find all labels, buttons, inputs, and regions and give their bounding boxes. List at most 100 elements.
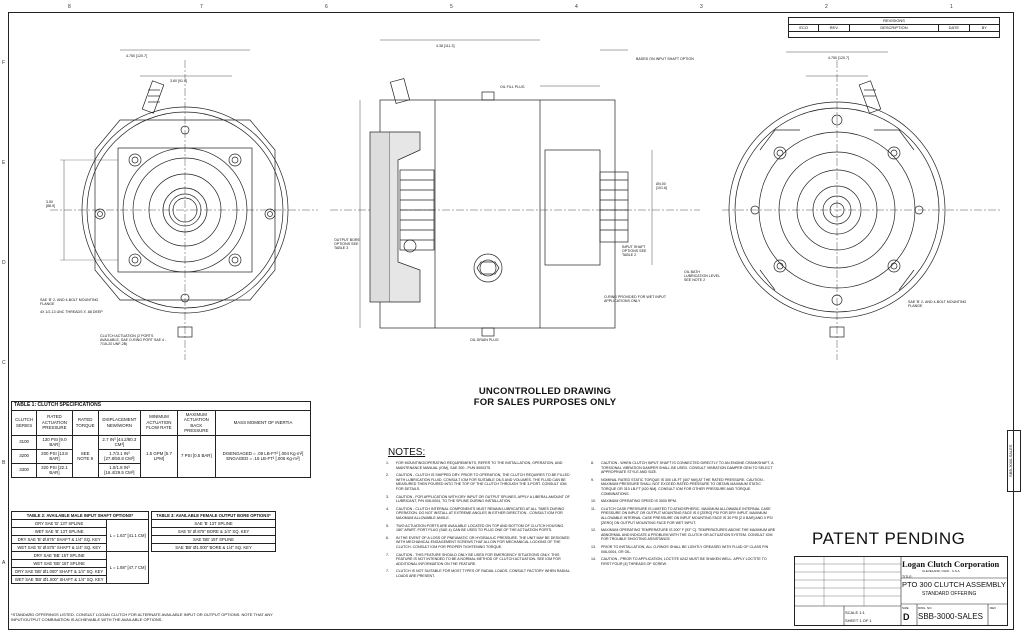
table-cell: DRY SAE 'BB' 15T SPLINE — [10, 551, 108, 560]
note-item: 12.MAXIMUM OPERATING TEMPERATURE IS 200°… — [591, 528, 776, 542]
table-cell: 3200 — [10, 448, 38, 464]
zone-label: D — [2, 260, 6, 266]
callout-label: 4X 1/2-13 UNC THREADS X .88 DEEP — [40, 310, 103, 314]
table-cell: SEE NOTE 8 — [71, 434, 99, 478]
table-cell: 3300 — [10, 462, 38, 478]
note-number: 9. — [591, 477, 594, 482]
dim-label: 4.38 [111.3] — [436, 44, 455, 48]
note-number: 12. — [591, 528, 596, 533]
zone-label: 3 — [700, 4, 703, 10]
sheet-number: SHEET 1 OF 1 — [845, 618, 872, 623]
table-cell: 3100 — [10, 434, 38, 450]
notes-column-left: 1.FOR MOUNTING/OPERATING REQUIREMENTS, R… — [386, 461, 571, 581]
note-text: PRIOR TO INSTALLATION, ALL O-RINGS SHALL… — [601, 544, 769, 554]
table-row: SAE 'BB' Ø1.000" BORE & 1/4" SQ. KEY — [151, 543, 276, 552]
banner-line: UNCONTROLLED DRAWING — [478, 386, 612, 397]
note-item: 13.PRIOR TO INSTALLATION, ALL O-RINGS SH… — [591, 545, 776, 554]
note-text: CAUTION - CLUTCH IS SHIPPED DRY. PRIOR T… — [396, 473, 570, 491]
table-cell: DRY SAE 'B' 13T SPLINE — [10, 519, 108, 528]
table-cell: SAE 'BB' Ø1.000" BORE & 1/4" SQ. KEY — [151, 543, 276, 552]
uncontrolled-banner: UNCONTROLLED DRAWING FOR SALES PURPOSES … — [440, 386, 650, 408]
table-header: RATED TORQUE — [71, 409, 99, 436]
note-number: 6. — [386, 535, 389, 540]
notes-heading: NOTES: — [388, 447, 426, 458]
rev-col: BY — [981, 25, 987, 30]
table-cell: DRY SAE 'B' Ø.875" SHAFT & 1/4" SQ. KEY — [10, 535, 108, 544]
dim-label: 4.750 [120.7] — [828, 56, 849, 60]
scale-value: SCALE 1:1 — [845, 610, 865, 615]
section-view-center — [330, 39, 700, 337]
zone-label: E — [2, 160, 6, 166]
note-item: 11.CLUTCH CASE PRESSURE IS LIMITED TO AT… — [591, 507, 776, 525]
note-item: 2.CAUTION - CLUTCH IS SHIPPED DRY. PRIOR… — [386, 473, 571, 491]
table-cell: WET SAE 'B' Ø.875" SHAFT & 1/4" SQ. KEY — [10, 543, 108, 552]
table-cell: SAE 'B' Ø.875" BORE & 1/4" SQ. KEY — [151, 527, 276, 536]
note-text: TWO ACTUATION PORTS ARE AVAILABLE LOCATE… — [396, 523, 565, 533]
note-text: CLUTCH IS NOT SUITABLE FOR MOST TYPES OF… — [396, 569, 570, 578]
note-text: CLUTCH CASE PRESSURE IS LIMITED TO ATMOS… — [601, 506, 773, 525]
inertia-line: DISENGAGED = .09 LB-FT² [.004 Kg·m²] — [222, 450, 304, 456]
inertia-line: ENGAGED = .16 LB-FT² [.006 Kg·m²] — [226, 456, 300, 461]
output-bore-options-table: TABLE 3: AVAILABLE FEMALE OUTPUT BORE OP… — [151, 511, 276, 552]
callout-label: OUTPUT BORE OPTIONS SEE TABLE 3 — [334, 238, 360, 251]
drawing-number: SBB-3000-SALES — [918, 612, 983, 621]
table-header: MAXIMUM ACTUATION BACK PRESSURE — [176, 409, 217, 436]
dwg-no-label: DWG. NO. — [918, 606, 933, 610]
table-caption: TABLE 3: AVAILABLE FEMALE OUTPUT BORE OP… — [151, 511, 276, 520]
rev-col: ECO — [789, 25, 820, 31]
front-view-left — [50, 49, 318, 360]
sheet-size: D — [903, 612, 910, 622]
drawing-title: PTO 300 CLUTCH ASSEMBLY — [902, 580, 1006, 589]
note-item: 7. CLUTCH IS NOT SUITABLE FOR MOST TYPES … — [386, 569, 571, 578]
note-text: CAUTION - WHEN CLUTCH INPUT SHAFT IS CON… — [601, 461, 774, 475]
zone-label: 4 — [575, 4, 578, 10]
note-item: 4.CAUTION - CLUTCH INTERNAL COMPONENTS M… — [386, 507, 571, 521]
note-number: 7. — [386, 552, 389, 557]
revisions-title: REVISIONS — [789, 18, 999, 25]
note-text: CAUTION - PRIOR TO APPLICATION, LOCTITE … — [601, 557, 767, 566]
zone-label: B — [2, 460, 6, 466]
callout-label: O-RING PROVIDED FOR WET INPUT APPLICATIO… — [604, 295, 666, 304]
note-number: 7. — [386, 569, 389, 574]
note-item: 10.MAXIMUM OPERATING SPEED IS 3000 RPM. — [591, 499, 776, 504]
table-header: MINIMUM ACTUATION FLOW RATE — [140, 409, 178, 436]
zone-label: 1 — [950, 4, 953, 10]
note-number: 14. — [591, 557, 596, 562]
title-label: TITLE: — [902, 575, 913, 579]
zone-label: 5 — [450, 4, 453, 10]
table-cell: SAE 'B' 13T SPLINE — [151, 519, 276, 528]
zone-label: A — [2, 560, 6, 566]
company-location: CLEVELAND, OHIO · U.S.A. — [922, 569, 961, 573]
table-cell: 1.7/3.1 IN³ [27.8/50.8 CM³] — [97, 448, 142, 464]
note-item: 6.IN THE EVENT OF A LOSS OF PNEUMATIC OR… — [386, 536, 571, 550]
note-text: CAUTION - CLUTCH INTERNAL COMPONENTS MUS… — [396, 506, 565, 520]
table-row: SAE 'B' 13T SPLINE — [151, 519, 276, 528]
dim-label: 4.750 [120.7] — [126, 54, 147, 58]
notes-column-right: 8. CAUTION - WHEN CLUTCH INPUT SHAFT IS C… — [591, 461, 776, 569]
note-number: 1. — [386, 461, 389, 465]
table-cell: WET SAE 'BB' 15T SPLINE — [10, 559, 108, 568]
zone-label: 8 — [68, 4, 71, 10]
table-row: 3100 130 PSI [9.0 BAR] SEE NOTE 8 2.7 IN… — [10, 434, 311, 478]
notes-section: NOTES: 1.FOR MOUNTING/OPERATING REQUIREM… — [386, 447, 786, 617]
note-number: 10. — [591, 499, 596, 504]
rev-col: REV. — [819, 25, 850, 31]
company-name: Logan Clutch Corporation — [902, 559, 1000, 569]
table-header: RATED ACTUATION PRESSURE — [36, 409, 73, 436]
callout-label: SAE 'B' 2- AND 4-BOLT MOUNTING FLANGE — [908, 300, 967, 309]
callout-label: SAE 'B' 2- AND 4-BOLT MOUNTING FLANGE — [40, 298, 99, 307]
table-cell: 130 PSI [9.0 BAR] — [36, 434, 73, 450]
table-cell: WET SAE 'BB' Ø1.000" SHAFT & 1/4" SQ. KE… — [10, 575, 108, 584]
note-number: 5. — [386, 523, 389, 528]
note-number: 3. — [386, 494, 389, 499]
side-drawing-id: SBB-3000-SALES — [1007, 430, 1021, 492]
table-cell: DRY SAE 'BB' Ø1.000" SHAFT & 1/4" SQ. KE… — [10, 567, 108, 576]
revisions-columns: ECO REV. DESCRIPTION DATE BY — [789, 25, 999, 32]
note-text: CAUTION - FOR APPLICATION WITH DRY INPUT… — [396, 494, 570, 504]
table-cell: L = 1.88" [47.7 CM] — [106, 551, 149, 584]
rev-label: REV — [990, 606, 997, 610]
note-text: CAUTION - THIS FEATURE SHOULD ONLY BE US… — [396, 552, 561, 566]
note-number: 8. — [591, 461, 594, 465]
